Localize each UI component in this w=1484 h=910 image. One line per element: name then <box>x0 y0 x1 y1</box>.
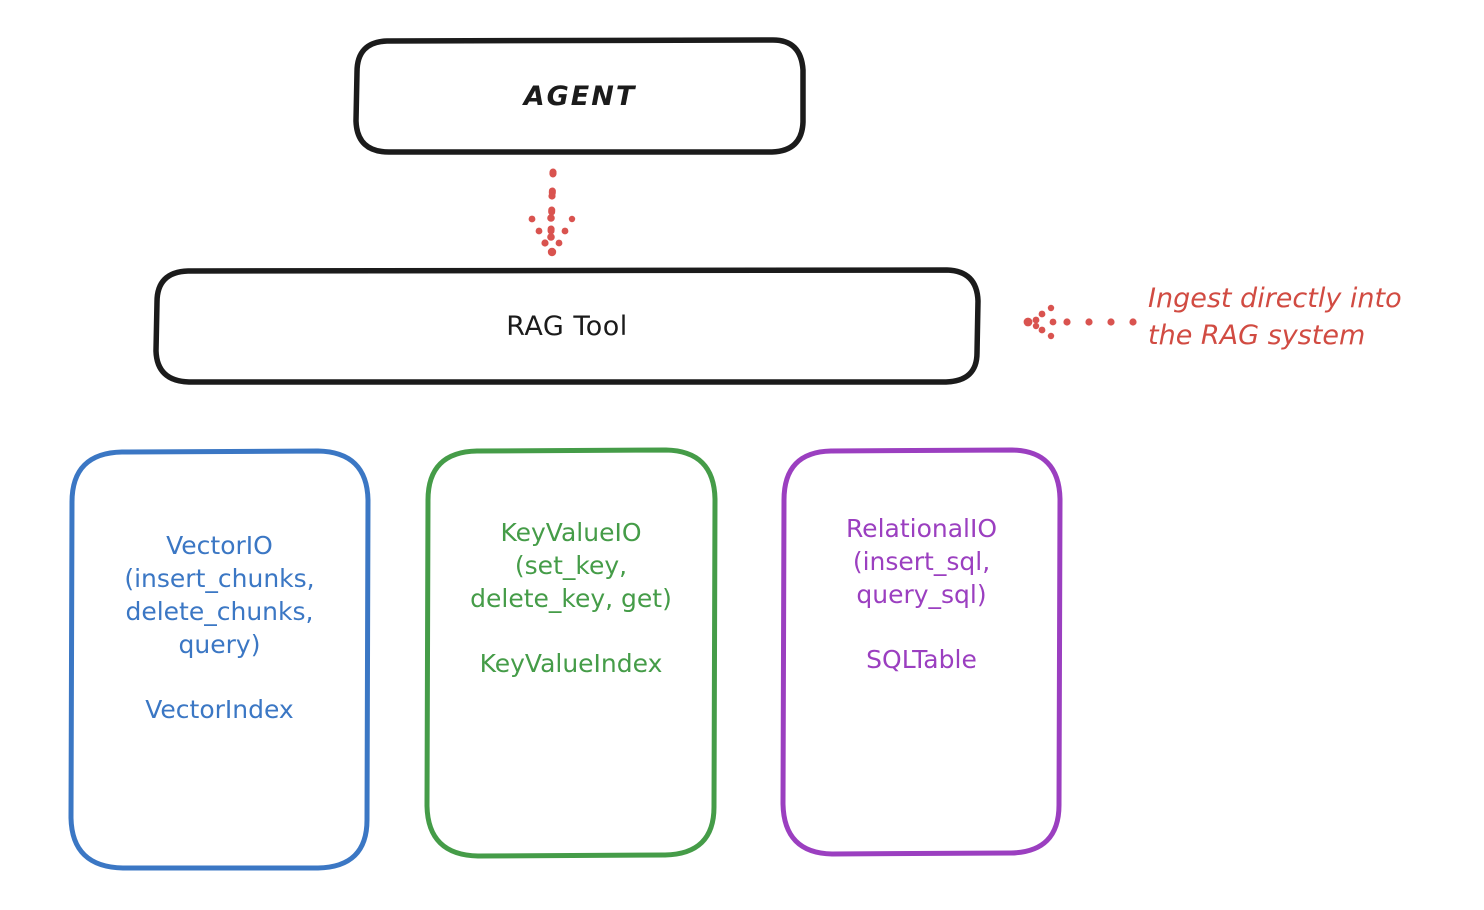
key-value-io-box-outline[interactable] <box>424 447 718 859</box>
key-value-io-node[interactable]: KeyValueIO (set_key, delete_key, get) Ke… <box>427 450 715 856</box>
vector-io-text-group: VectorIO (insert_chunks, delete_chunks, … <box>124 529 314 724</box>
relational-io-label: RelationalIO (insert_sql, query_sql) <box>845 514 998 609</box>
key-value-index-label: KeyValueIndex <box>479 649 663 678</box>
agent-node[interactable]: AGENT <box>356 40 804 153</box>
rag-tool-node[interactable]: RAG Tool <box>156 270 978 383</box>
rag-tool-box-outline[interactable] <box>153 267 981 385</box>
ingest-to-rag-tool-connector <box>1023 304 1137 340</box>
key-value-io-text-group: KeyValueIO (set_key, delete_key, get) Ke… <box>470 516 672 678</box>
relational-io-node[interactable]: RelationalIO (insert_sql, query_sql) SQL… <box>783 450 1060 854</box>
relational-io-text-group: RelationalIO (insert_sql, query_sql) SQL… <box>846 512 997 674</box>
agent-box-outline[interactable] <box>353 37 806 155</box>
vector-io-box-outline[interactable] <box>68 448 371 871</box>
agent-label: AGENT <box>523 81 637 112</box>
relational-io-box-outline[interactable] <box>780 447 1063 857</box>
vector-index-label: VectorIndex <box>145 695 294 724</box>
key-value-io-label: KeyValueIO (set_key, delete_key, get) <box>470 518 672 613</box>
agent-to-rag-tool-connector <box>528 168 576 257</box>
vector-io-node[interactable]: VectorIO (insert_chunks, delete_chunks, … <box>71 451 368 869</box>
sql-table-label: SQLTable <box>866 645 977 674</box>
vector-io-label: VectorIO (insert_chunks, delete_chunks, … <box>124 531 315 659</box>
ingest-annotation-text: Ingest directly into the RAG system <box>1148 283 1402 352</box>
rag-tool-label: RAG Tool <box>506 311 628 342</box>
